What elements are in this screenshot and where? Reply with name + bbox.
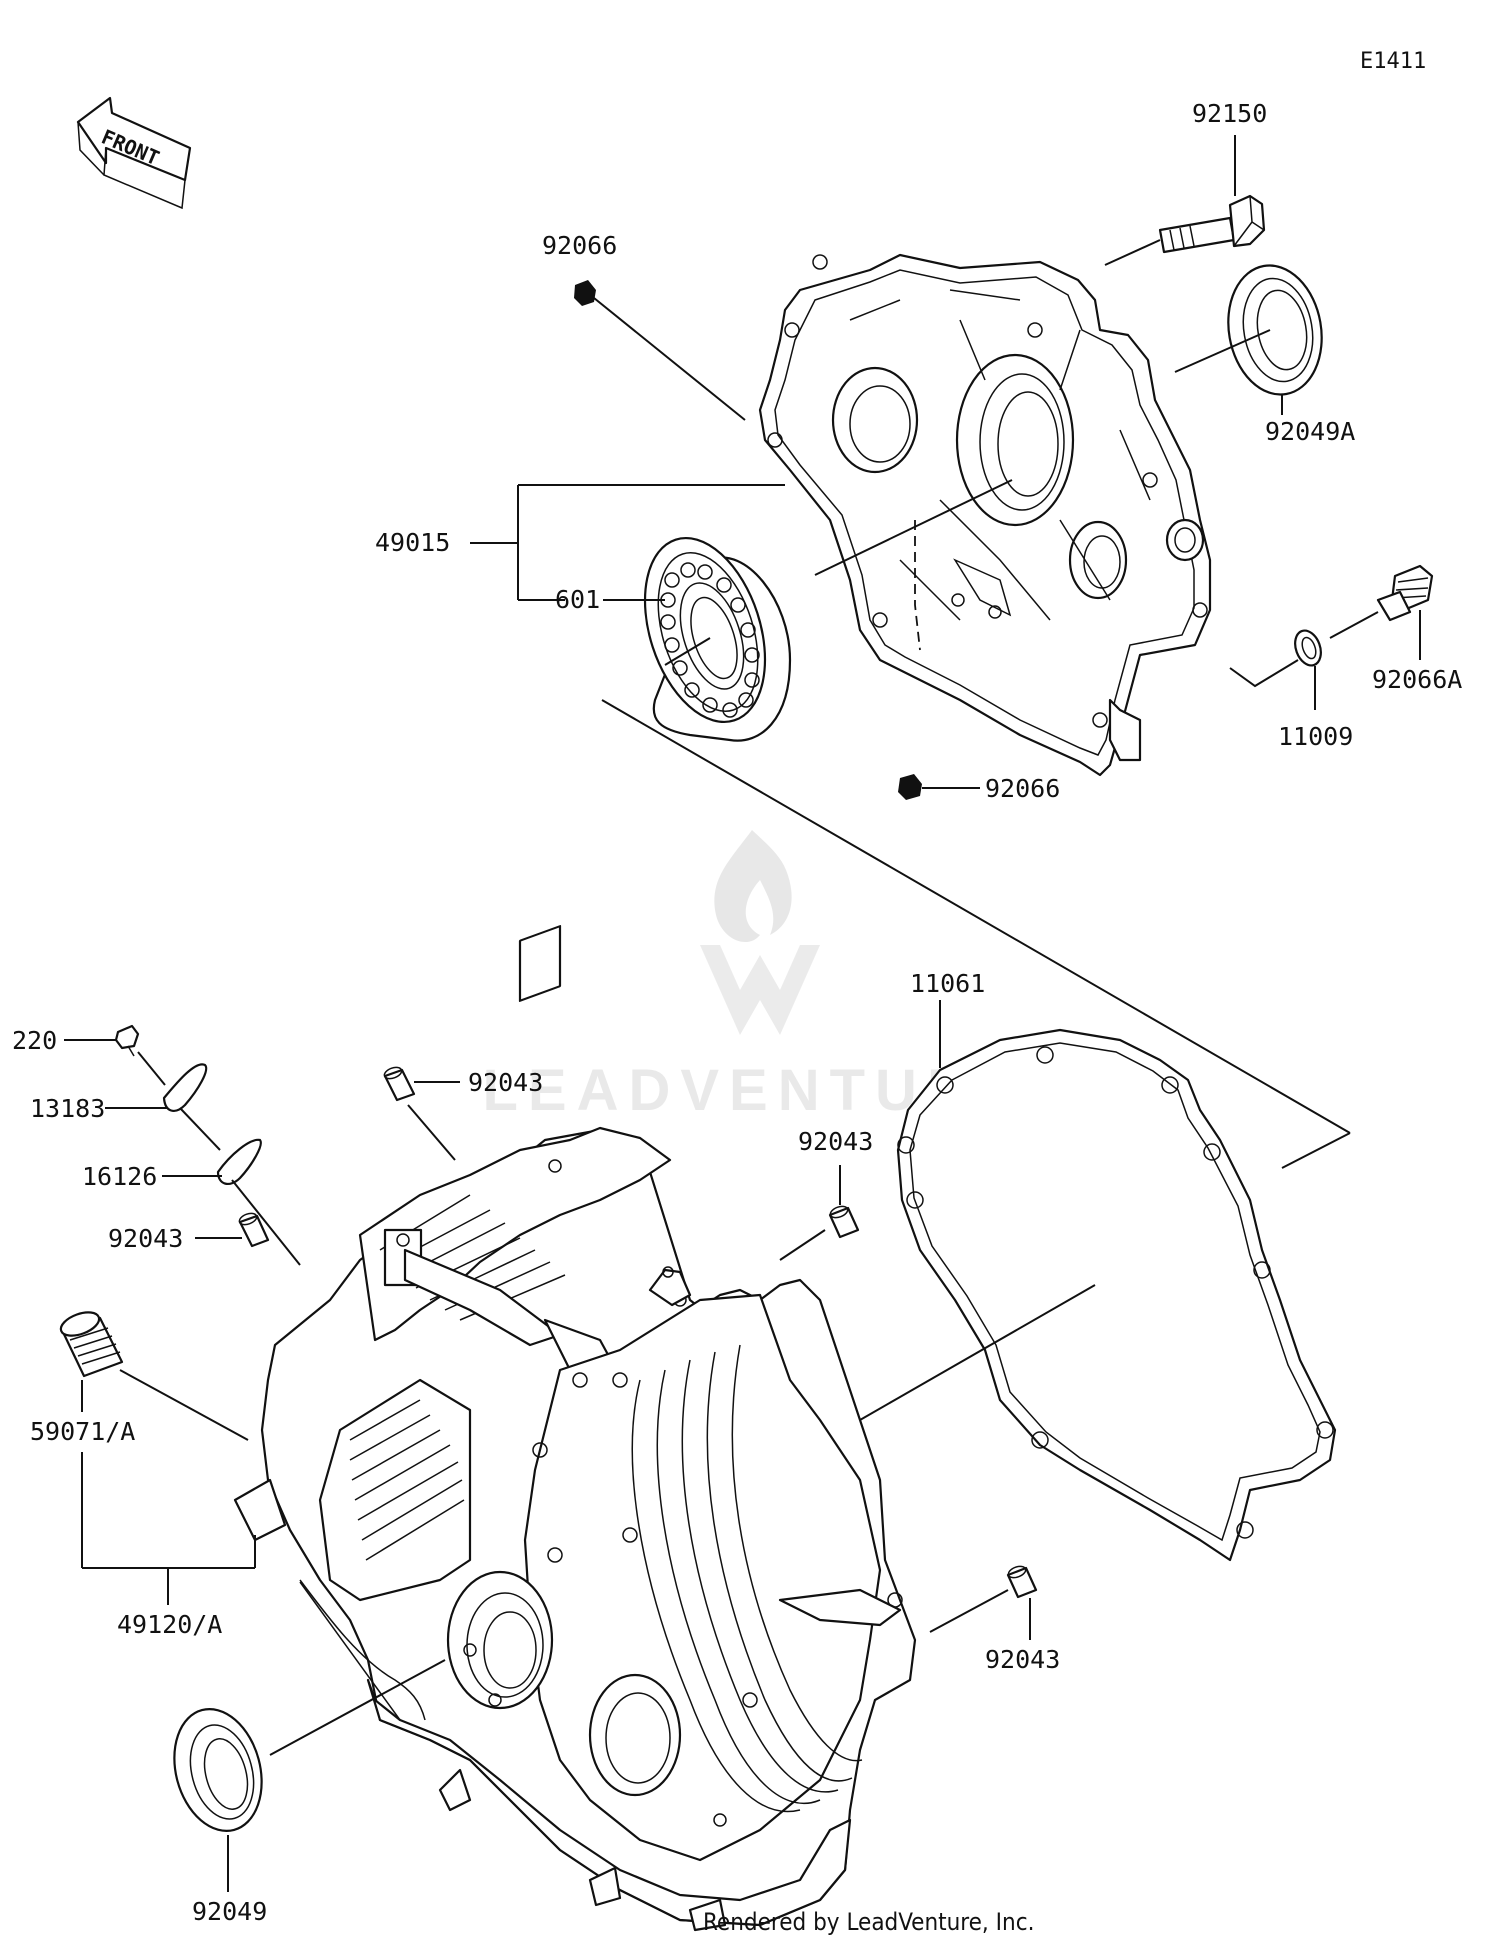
callout-92066-top: 92066 xyxy=(542,231,617,260)
callout-92043-c: 92043 xyxy=(798,1127,873,1156)
crankcase-49120a xyxy=(233,925,917,1932)
dowel-pin-92043-a xyxy=(383,1066,460,1161)
callout-92066-bottom: 92066 xyxy=(985,774,1060,803)
rendered-by-credit: Rendered by LeadVenture, Inc. xyxy=(703,1908,1034,1936)
diagram-code: E1411 xyxy=(1360,49,1426,74)
callout-16126: 16126 xyxy=(82,1162,157,1191)
oil-seal-92049a xyxy=(1174,264,1323,415)
leader-49015 xyxy=(470,484,785,601)
assembly-reference-line-2 xyxy=(1281,1132,1351,1169)
v-logo-icon xyxy=(700,945,820,1035)
dowel-pin-92043-b xyxy=(195,1212,270,1248)
crankcase-cover-49015 xyxy=(758,253,1212,777)
ball-bearing-601 xyxy=(603,479,1013,742)
gasket-11061 xyxy=(859,1000,1337,1562)
plug-59071a xyxy=(59,1311,249,1441)
dowel-pin-92066-top xyxy=(574,280,746,421)
callout-49015: 49015 xyxy=(375,528,450,557)
washer-11009 xyxy=(1229,629,1322,710)
dowel-pin-92043-d xyxy=(929,1565,1038,1640)
plate-16126 xyxy=(162,1138,301,1266)
plug-92066a xyxy=(1329,564,1434,660)
front-direction-arrow: FRONT xyxy=(76,96,192,210)
callout-59071a: 59071/A xyxy=(30,1417,135,1446)
callout-49120a: 49120/A xyxy=(117,1610,222,1639)
callout-220: 220 xyxy=(12,1026,57,1055)
plate-13183 xyxy=(105,1063,221,1151)
dowel-pin-92066-bottom xyxy=(898,774,980,800)
assembly-reference-line xyxy=(601,699,1351,1134)
flame-logo-icon xyxy=(714,830,792,943)
screw-220 xyxy=(64,1024,166,1086)
dowel-pin-92043-c xyxy=(779,1165,860,1261)
callout-11061: 11061 xyxy=(910,969,985,998)
callout-92043-a: 92043 xyxy=(468,1068,543,1097)
callout-92150: 92150 xyxy=(1192,99,1267,128)
callout-92049a: 92049A xyxy=(1265,417,1355,446)
callout-92043-d: 92043 xyxy=(985,1645,1060,1674)
callout-13183: 13183 xyxy=(30,1094,105,1123)
leader-49120a xyxy=(81,1452,256,1605)
oil-seal-92049 xyxy=(173,1659,446,1892)
bolt-92150 xyxy=(1104,135,1266,266)
callout-92066a: 92066A xyxy=(1372,665,1462,694)
callout-92043-b: 92043 xyxy=(108,1224,183,1253)
cover-bolt-holes xyxy=(767,254,1208,728)
callout-11009: 11009 xyxy=(1278,722,1353,751)
callout-601: 601 xyxy=(555,585,600,614)
callout-92049: 92049 xyxy=(192,1897,267,1926)
